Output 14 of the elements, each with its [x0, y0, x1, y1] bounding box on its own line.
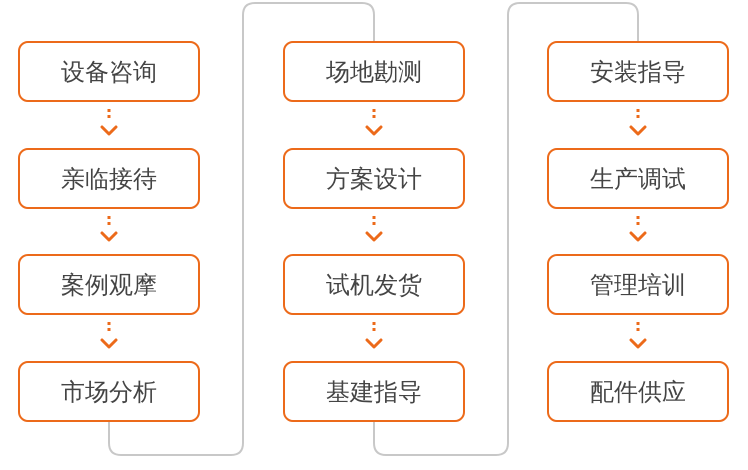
step-box: 基建指导	[283, 361, 465, 422]
step-box: 试机发货	[283, 254, 465, 315]
step-box: 案例观摩	[18, 254, 200, 315]
step-box: 生产调试	[547, 148, 729, 209]
step-box: 市场分析	[18, 361, 200, 422]
step-box: 场地勘测	[283, 41, 465, 102]
step-box: 安装指导	[547, 41, 729, 102]
connector-line	[373, 2, 639, 456]
step-box: 配件供应	[547, 361, 729, 422]
step-box: 方案设计	[283, 148, 465, 209]
step-box: 设备咨询	[18, 41, 200, 102]
connector-line	[108, 2, 375, 456]
step-box: 管理培训	[547, 254, 729, 315]
step-box: 亲临接待	[18, 148, 200, 209]
